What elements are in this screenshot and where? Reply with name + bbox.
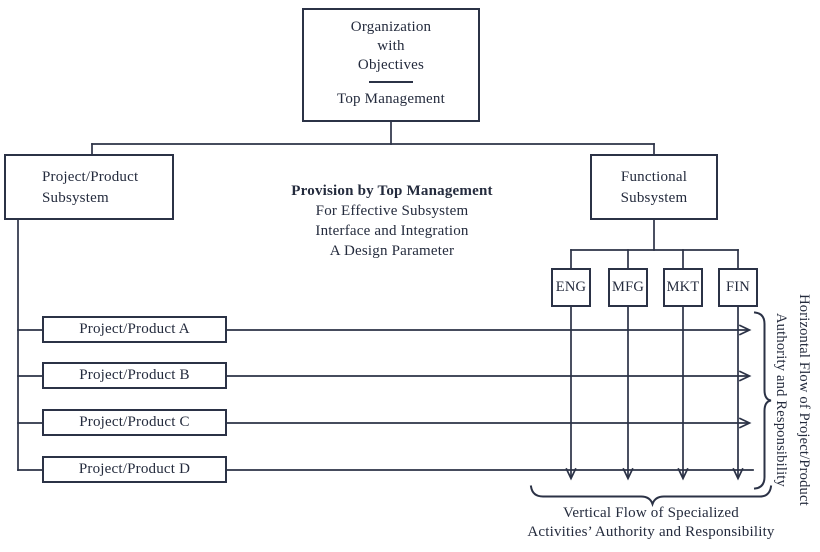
functional-unit-box-fin: FIN bbox=[718, 268, 758, 307]
top-hierarchy-connector bbox=[91, 119, 655, 158]
center-note-line: Interface and Integration bbox=[315, 223, 469, 239]
top-management-box: Organization with Objectives Top Managem… bbox=[302, 8, 480, 122]
right-box-line: Functional bbox=[620, 169, 688, 185]
project-product-subsystem-box: Project/Product Subsystem bbox=[4, 154, 174, 220]
top-box-line: Organization bbox=[350, 19, 432, 35]
functional-unit-box-mkt: MKT bbox=[663, 268, 703, 307]
left-box-line: Subsystem bbox=[42, 190, 109, 206]
project-row-box-b: Project/Product B bbox=[42, 362, 227, 389]
functional-unit-box-mfg: MFG bbox=[608, 268, 648, 307]
top-box-line: Objectives bbox=[357, 57, 425, 73]
right-curly-brace bbox=[753, 311, 772, 490]
vertical-flow-label-line: Activities’ Authority and Responsibility bbox=[527, 523, 775, 540]
project-row-box-c: Project/Product C bbox=[42, 409, 227, 436]
vertical-flow-label-line: Vertical Flow of Specialized bbox=[563, 505, 739, 521]
vertical-flow-label: Vertical Flow of Specialized Activities’… bbox=[516, 504, 786, 541]
horizontal-flow-label-line: Authority and Responsibility bbox=[773, 313, 789, 487]
top-box-divider bbox=[369, 81, 413, 83]
center-note-line: For Effective Subsystem bbox=[315, 203, 469, 219]
project-spine-connector bbox=[17, 218, 45, 471]
center-note: Provision by Top Management For Effectiv… bbox=[282, 181, 502, 261]
project-row-box-d: Project/Product D bbox=[42, 456, 227, 483]
horizontal-flow-label-line: Horizontal Flow of Project/Product bbox=[796, 294, 812, 506]
horizontal-flow-arrows bbox=[225, 324, 754, 471]
center-note-heading: Provision by Top Management bbox=[291, 183, 493, 199]
project-row-box-a: Project/Product A bbox=[42, 316, 227, 343]
vertical-flow-arrows bbox=[565, 305, 744, 481]
functional-subsystem-box: Functional Subsystem bbox=[590, 154, 718, 220]
bottom-curly-brace bbox=[529, 485, 773, 508]
functional-hierarchy-connector bbox=[570, 218, 739, 271]
left-box-line: Project/Product bbox=[42, 169, 139, 185]
center-note-line: A Design Parameter bbox=[329, 243, 455, 259]
functional-unit-box-eng: ENG bbox=[551, 268, 591, 307]
horizontal-flow-label: Horizontal Flow of Project/Product Autho… bbox=[769, 284, 815, 516]
right-box-line: Subsystem bbox=[620, 190, 688, 206]
top-box-line: with bbox=[377, 38, 405, 54]
top-box-footer: Top Management bbox=[337, 91, 445, 107]
